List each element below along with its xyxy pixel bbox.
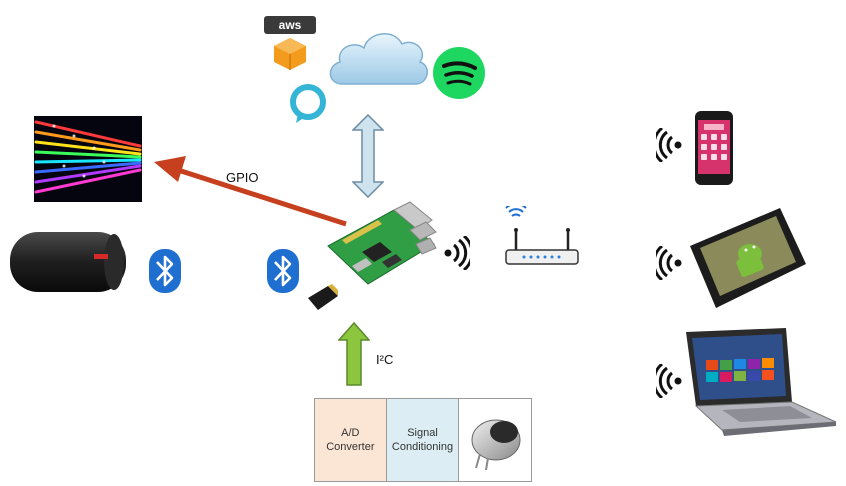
gpio-label: GPIO bbox=[226, 170, 259, 185]
microphone-box bbox=[459, 399, 532, 481]
sd-card-image bbox=[306, 284, 340, 312]
signal-conditioning-label-line1: Signal bbox=[407, 427, 438, 439]
aws-logo-icon: aws bbox=[262, 14, 318, 70]
adc-label-line2: Converter bbox=[326, 441, 375, 453]
i2c-label: I²C bbox=[376, 352, 394, 367]
raspberry-pi-image bbox=[322, 200, 438, 300]
wifi-signal-icon bbox=[656, 364, 682, 398]
spotify-icon bbox=[432, 46, 486, 100]
adc-label-line1: A/D bbox=[341, 427, 360, 439]
tablet-image bbox=[688, 206, 808, 310]
adc-box: A/D Converter bbox=[315, 399, 387, 481]
wifi-signal-icon bbox=[656, 128, 682, 162]
smartphone-image bbox=[694, 110, 734, 186]
laptop-image bbox=[682, 326, 838, 438]
microphone-image bbox=[471, 419, 521, 470]
signal-conditioning-box: Signal Conditioning bbox=[386, 399, 460, 481]
aws-label: aws bbox=[279, 18, 302, 32]
cloud-icon bbox=[324, 22, 432, 92]
alexa-icon bbox=[288, 84, 328, 124]
wifi-signal-icon bbox=[656, 246, 682, 280]
router-image bbox=[504, 206, 580, 272]
bluetooth-icon bbox=[266, 248, 300, 294]
signal-conditioning-label-line2: Conditioning bbox=[391, 441, 454, 453]
i2c-arrow bbox=[338, 322, 370, 386]
gpio-arrow bbox=[150, 150, 350, 230]
speaker-image bbox=[6, 226, 130, 298]
bluetooth-icon bbox=[148, 248, 182, 294]
cloud-pi-double-arrow bbox=[352, 114, 384, 198]
led-strip-image bbox=[34, 116, 142, 202]
wifi-signal-icon bbox=[444, 236, 470, 270]
signal-chain: A/D Converter Signal Conditioning bbox=[314, 398, 532, 482]
